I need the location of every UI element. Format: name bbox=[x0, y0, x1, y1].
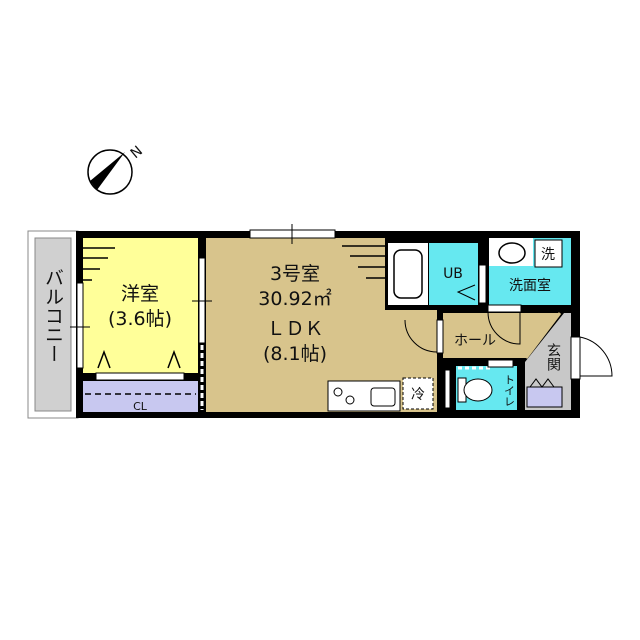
unit-bath-label: UB bbox=[443, 266, 463, 282]
western-room-name: 洋室 bbox=[121, 283, 159, 305]
north-label: N bbox=[128, 143, 146, 162]
sink-icon bbox=[498, 242, 526, 264]
bath-door-icon[interactable] bbox=[456, 284, 476, 301]
fridge-space bbox=[402, 377, 434, 410]
washroom-label: 洗面室 bbox=[509, 277, 551, 294]
entrance-label: 玄関 bbox=[545, 342, 561, 372]
hall-door-icon[interactable] bbox=[404, 319, 438, 353]
balcony-label: バルコニー bbox=[42, 268, 64, 363]
entrance bbox=[525, 313, 571, 410]
shoe-box bbox=[526, 386, 563, 408]
closet-label: CL bbox=[133, 400, 148, 413]
unit-number: 3号室 bbox=[270, 263, 320, 285]
closet-door-icon bbox=[97, 349, 181, 369]
front-door[interactable] bbox=[570, 336, 581, 380]
ldk-size: (8.1帖) bbox=[263, 343, 327, 365]
compass-icon: N bbox=[87, 143, 146, 195]
closet bbox=[83, 381, 198, 412]
washer-space bbox=[534, 239, 563, 268]
front-door-swing-icon bbox=[579, 336, 613, 377]
western-room-size: (3.6帖) bbox=[108, 308, 172, 330]
western-room bbox=[83, 238, 198, 373]
unit-area: 30.92㎡ bbox=[258, 287, 331, 310]
washer-label: 洗 bbox=[541, 247, 555, 263]
fridge-label: 冷 bbox=[411, 387, 425, 403]
hall bbox=[443, 313, 560, 358]
kitchen-counter bbox=[327, 380, 401, 412]
toilet-icon bbox=[457, 377, 493, 403]
ldk-room bbox=[206, 238, 437, 412]
bathtub-icon bbox=[393, 249, 423, 299]
closet-doors[interactable] bbox=[95, 372, 185, 381]
ldk-window-blinds bbox=[342, 245, 385, 279]
hall-label: ホール bbox=[454, 333, 496, 349]
balcony-window bbox=[76, 282, 84, 369]
ldk-label: ＬＤＫ bbox=[266, 318, 323, 340]
window-blinds bbox=[83, 247, 115, 281]
balcony: バルコニー bbox=[27, 230, 79, 419]
washroom-door-icon[interactable] bbox=[487, 311, 521, 345]
toilet-label: トイレ bbox=[503, 374, 516, 407]
unit-bath bbox=[429, 243, 478, 305]
